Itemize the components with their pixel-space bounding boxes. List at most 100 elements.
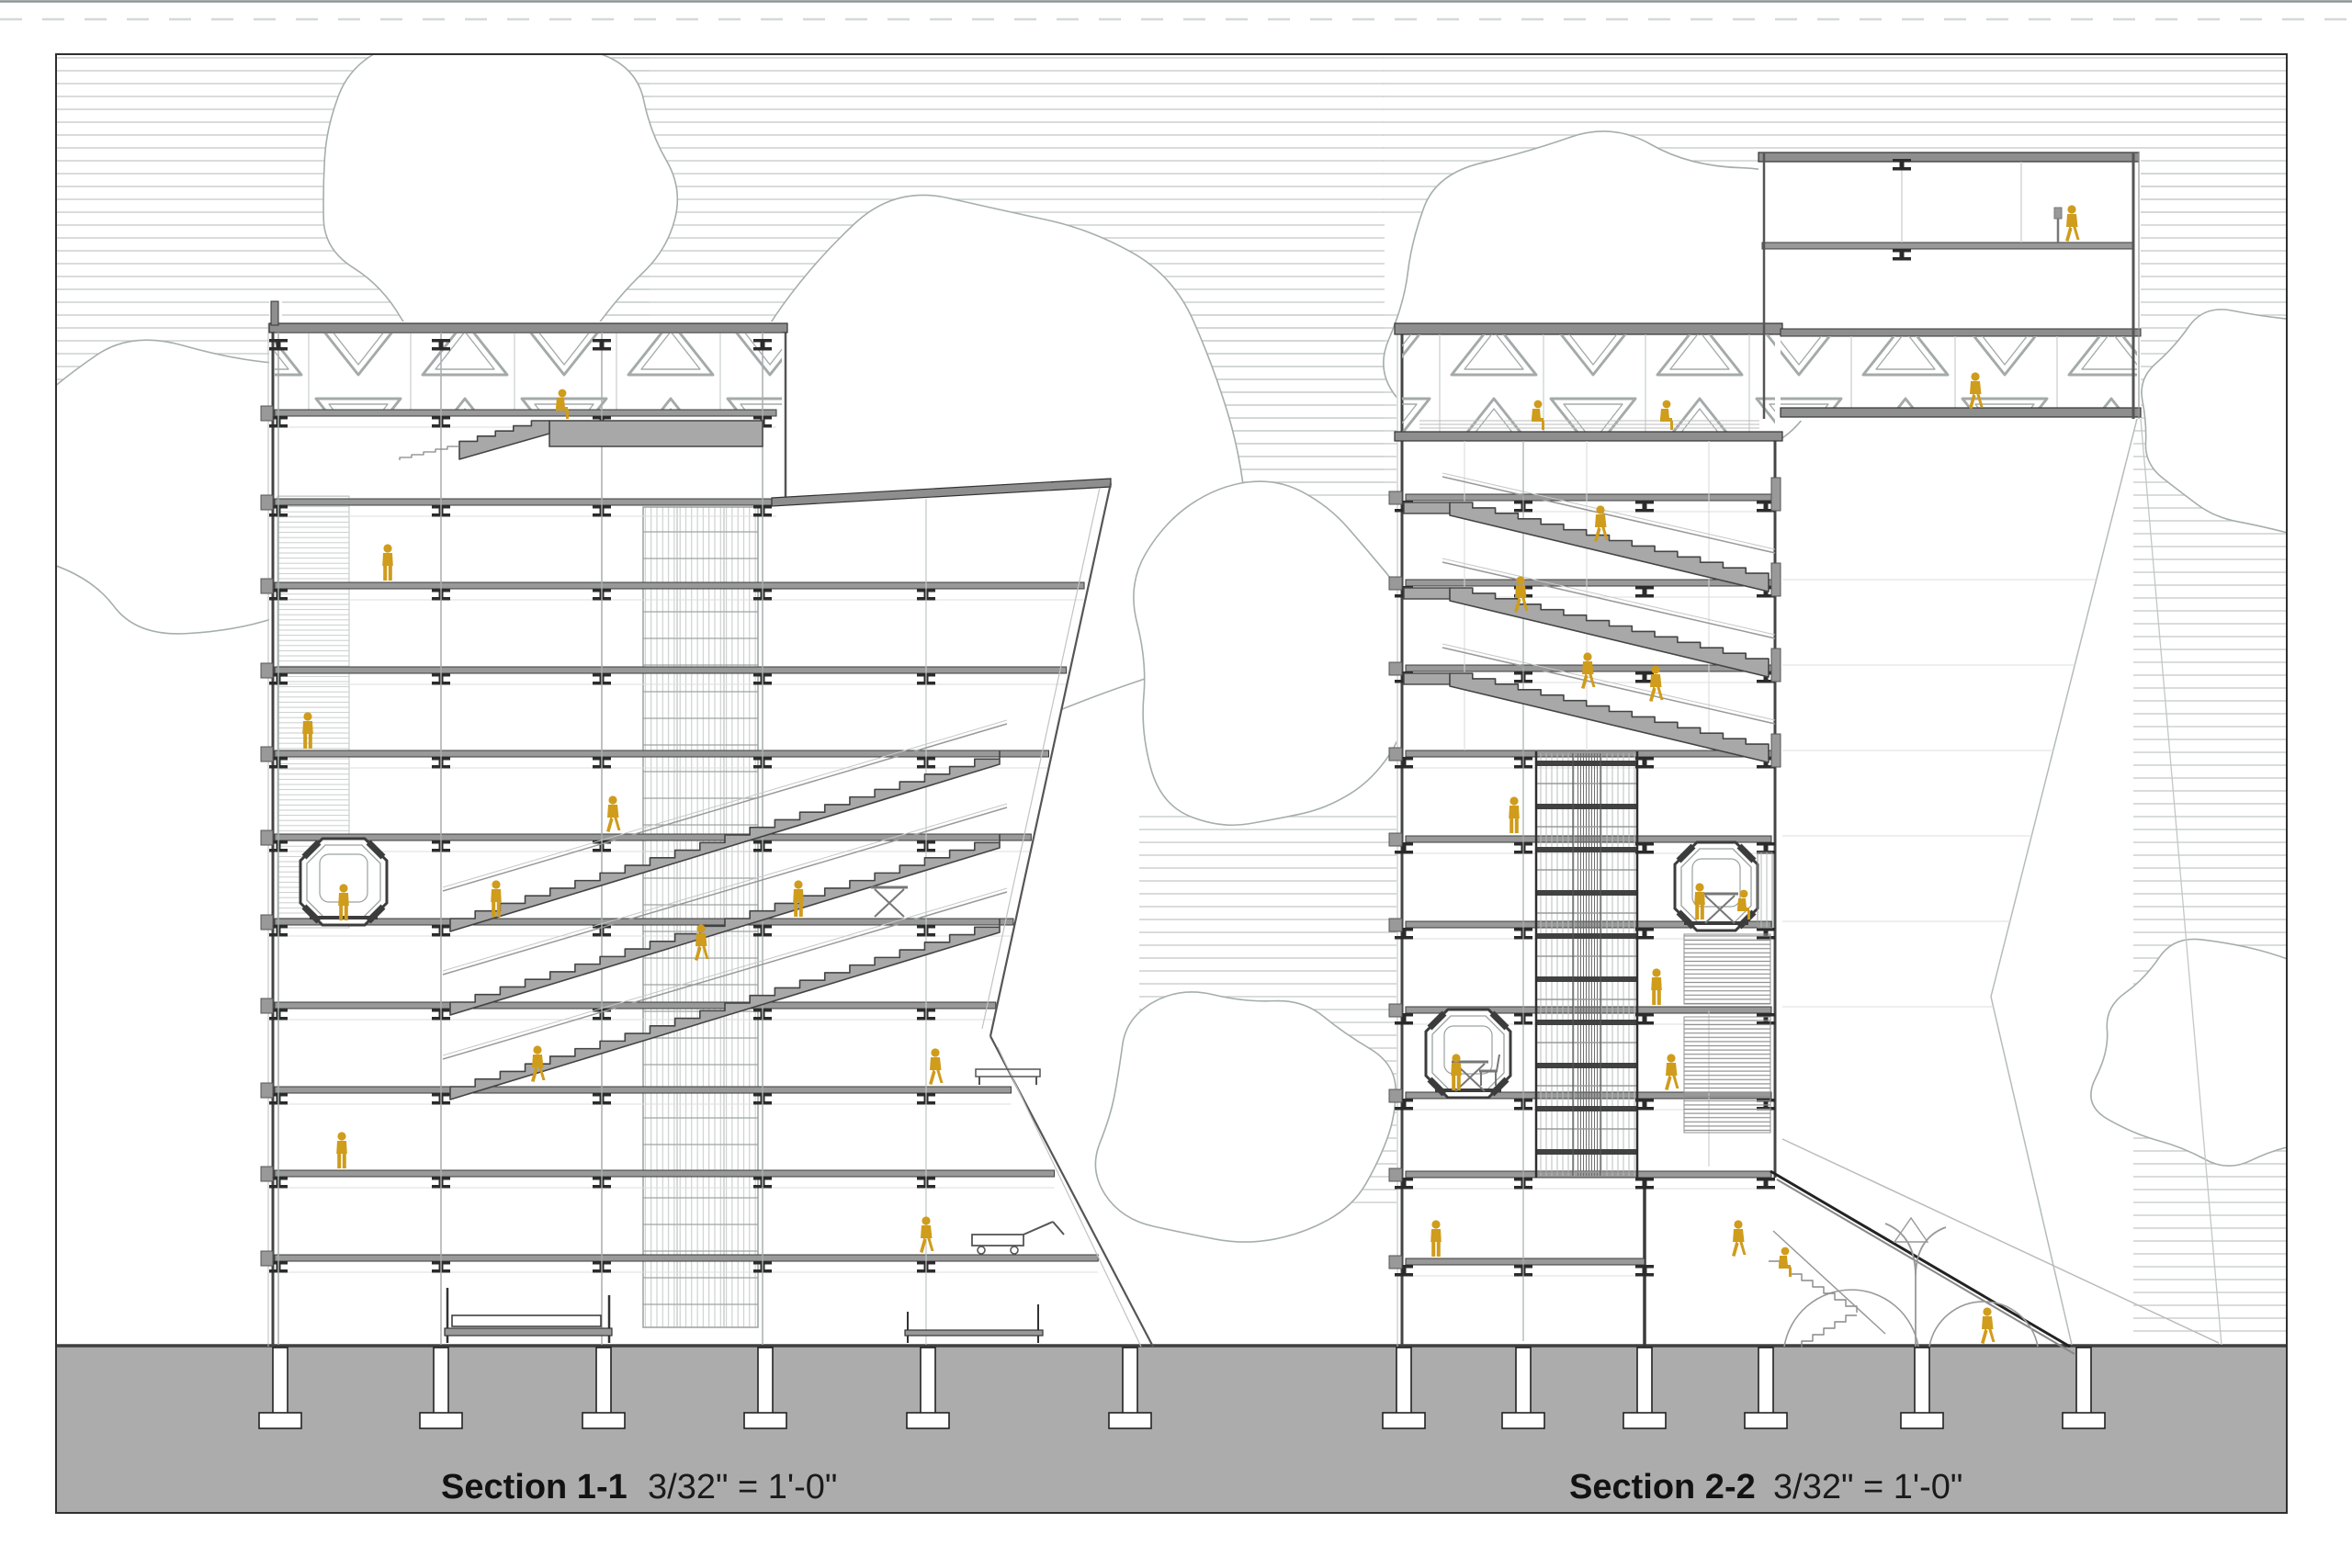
pier-footing bbox=[1900, 1412, 1944, 1429]
pier bbox=[2075, 1347, 2092, 1415]
person-figure bbox=[1694, 883, 1705, 919]
stair-landing bbox=[1403, 672, 1451, 685]
box-roof bbox=[1758, 152, 2140, 163]
pier bbox=[1914, 1347, 1930, 1415]
stair-flight bbox=[1449, 502, 1770, 592]
section-labels: Section 1-1 3/32" = 1'-0" Section 2-2 3/… bbox=[441, 1468, 1962, 1506]
section-1-title: Section 1-1 bbox=[441, 1468, 628, 1506]
pier-footing bbox=[419, 1412, 463, 1429]
roof-band bbox=[1394, 322, 1783, 335]
person-figure bbox=[1594, 505, 1609, 542]
table bbox=[871, 886, 908, 918]
ibeam-connector bbox=[1635, 501, 1654, 513]
person-figure bbox=[1969, 372, 1984, 409]
stair-flight bbox=[449, 834, 1001, 1016]
pier bbox=[1636, 1347, 1653, 1415]
ibeam-connector bbox=[1395, 842, 1413, 854]
person-figure bbox=[929, 1048, 944, 1085]
machine bbox=[971, 1221, 1065, 1255]
ibeam-connector bbox=[1635, 1265, 1654, 1277]
person-figure bbox=[1732, 1220, 1747, 1257]
ibeam-connector bbox=[1893, 249, 1911, 261]
ibeam-connector bbox=[1395, 1099, 1413, 1111]
pier bbox=[757, 1347, 774, 1415]
ibeam-connector bbox=[269, 339, 288, 351]
person-figure bbox=[793, 880, 804, 917]
pier bbox=[920, 1347, 936, 1415]
person-figure bbox=[1737, 889, 1750, 919]
box-floor bbox=[1761, 242, 2134, 250]
pier-footing bbox=[1744, 1412, 1788, 1429]
person-figure bbox=[1660, 400, 1673, 430]
person-figure bbox=[1651, 968, 1662, 1005]
foundation-piers bbox=[258, 1347, 2106, 1429]
elevator-pod bbox=[1424, 1008, 1512, 1100]
ibeam-connector bbox=[593, 339, 611, 351]
person-figure bbox=[1430, 1220, 1442, 1257]
section-1-scale: 3/32" = 1'-0" bbox=[648, 1468, 837, 1506]
elevator-pod bbox=[299, 837, 389, 927]
truss-band bbox=[1402, 334, 1775, 432]
cloud bbox=[1094, 991, 1396, 1243]
ibeam-connector bbox=[1635, 1013, 1654, 1025]
furniture bbox=[444, 886, 1065, 1343]
table bbox=[1702, 892, 1738, 924]
stair-landing bbox=[1403, 502, 1451, 514]
pier-footing bbox=[743, 1412, 787, 1429]
pier bbox=[1515, 1347, 1532, 1415]
ibeam-connector bbox=[753, 339, 772, 351]
bench bbox=[904, 1329, 1044, 1337]
section-2-title: Section 2-2 bbox=[1569, 1468, 1756, 1506]
section-2-2-building bbox=[1388, 152, 2222, 1355]
desk bbox=[975, 1068, 1041, 1077]
stair-landing bbox=[1403, 587, 1451, 600]
stair-landing bbox=[548, 420, 763, 447]
bridge-deck bbox=[1780, 407, 2142, 418]
ibeam-connector bbox=[1757, 501, 1775, 513]
person-figure bbox=[695, 924, 709, 961]
person-figure bbox=[1779, 1247, 1792, 1277]
pier bbox=[433, 1347, 449, 1415]
person-figure bbox=[1649, 665, 1664, 702]
person-figure bbox=[920, 1216, 934, 1253]
person-figure bbox=[338, 884, 349, 920]
person-figure bbox=[1451, 1054, 1462, 1090]
cloud bbox=[322, 54, 679, 346]
chair bbox=[1479, 1054, 1500, 1086]
bridge-top-chord bbox=[1780, 328, 2142, 337]
person-figure bbox=[491, 880, 502, 917]
elevator-pod bbox=[1673, 840, 1759, 932]
person-figure bbox=[1981, 1307, 1996, 1344]
cloud bbox=[1133, 480, 1407, 827]
section-1-1-building bbox=[260, 300, 1154, 1348]
pier-footing bbox=[2062, 1412, 2106, 1429]
stair-flight bbox=[449, 750, 1001, 932]
ibeam-connector bbox=[1395, 1265, 1413, 1277]
person-figure bbox=[382, 544, 393, 581]
pier-footing bbox=[1382, 1412, 1426, 1429]
person-figure bbox=[606, 795, 621, 832]
ibeam-connector bbox=[1893, 159, 1911, 171]
cloud bbox=[2141, 309, 2287, 534]
ibeam-connector bbox=[1635, 757, 1654, 769]
drawing-content bbox=[56, 54, 2287, 1513]
louvre-panel bbox=[1683, 1016, 1771, 1134]
pier-footing bbox=[1501, 1412, 1545, 1429]
person-figure bbox=[1532, 400, 1544, 430]
pier-footing bbox=[1108, 1412, 1152, 1429]
stair-flight bbox=[1449, 672, 1770, 763]
pod-rail bbox=[1757, 852, 1773, 929]
ibeam-connector bbox=[1635, 586, 1654, 598]
bridge-truss bbox=[1781, 336, 2137, 408]
ibeam-connector bbox=[1635, 671, 1654, 683]
ibeam-connector bbox=[1395, 928, 1413, 940]
person-figure bbox=[2065, 205, 2080, 242]
pier bbox=[272, 1347, 288, 1415]
pier-footing bbox=[1623, 1412, 1667, 1429]
pier-footing bbox=[906, 1412, 950, 1429]
ibeam-connector bbox=[1635, 928, 1654, 940]
bed-platform bbox=[444, 1327, 613, 1337]
ibeam-connector bbox=[432, 339, 450, 351]
